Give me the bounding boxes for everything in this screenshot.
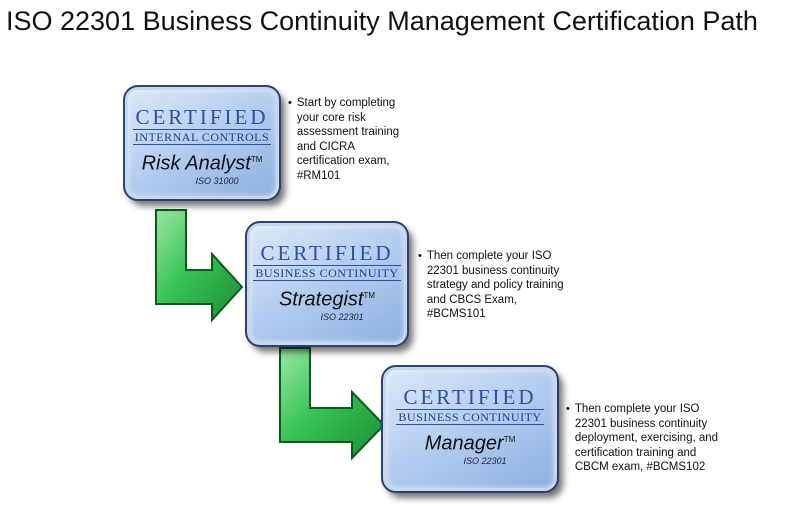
step-note: • Start by completing your core risk ass… — [288, 96, 406, 183]
badge-area-label: BUSINESS CONTINUITY — [396, 409, 544, 425]
badge-role-label: StrategistTM — [278, 288, 376, 311]
step-note-text: Start by completing your core risk asses… — [296, 97, 400, 182]
badge-area-label: INTERNAL CONTROLS — [132, 129, 272, 145]
strategist-badge: CERTIFIED BUSINESS CONTINUITY Strategist… — [245, 221, 409, 347]
badge-standard-label: ISO 22301 — [320, 311, 364, 322]
badge-certified-label: CERTIFIED — [403, 385, 537, 409]
badge-standard-label: ISO 22301 — [463, 455, 507, 466]
step-note: • Then complete your ISO 22301 business … — [566, 402, 728, 475]
green-elbow-arrow-icon — [155, 209, 244, 323]
badge-role-label: Risk AnalystTM — [141, 152, 263, 175]
step-note: • Then complete your ISO 22301 business … — [418, 249, 564, 322]
trademark-mark: TM — [503, 435, 516, 444]
badge-standard-label: ISO 31000 — [195, 175, 239, 186]
trademark-mark: TM — [363, 291, 376, 300]
page-title: ISO 22301 Business Continuity Management… — [6, 6, 758, 36]
step-note-text: Then complete your ISO 22301 business co… — [426, 250, 564, 320]
bullet-icon: • — [288, 97, 292, 109]
badge-area-label: BUSINESS CONTINUITY — [253, 265, 401, 281]
risk-analyst-badge: CERTIFIED INTERNAL CONTROLS Risk Analyst… — [123, 85, 281, 201]
manager-badge: CERTIFIED BUSINESS CONTINUITY ManagerTM … — [381, 365, 559, 493]
badge-role-label: ManagerTM — [424, 432, 516, 455]
badge-certified-label: CERTIFIED — [135, 105, 269, 129]
step-note-text: Then complete your ISO 22301 business co… — [574, 403, 719, 473]
bullet-icon: • — [418, 250, 422, 262]
bullet-icon: • — [566, 403, 570, 415]
green-elbow-arrow-icon — [279, 347, 386, 461]
badge-certified-label: CERTIFIED — [260, 241, 394, 265]
trademark-mark: TM — [250, 155, 263, 164]
